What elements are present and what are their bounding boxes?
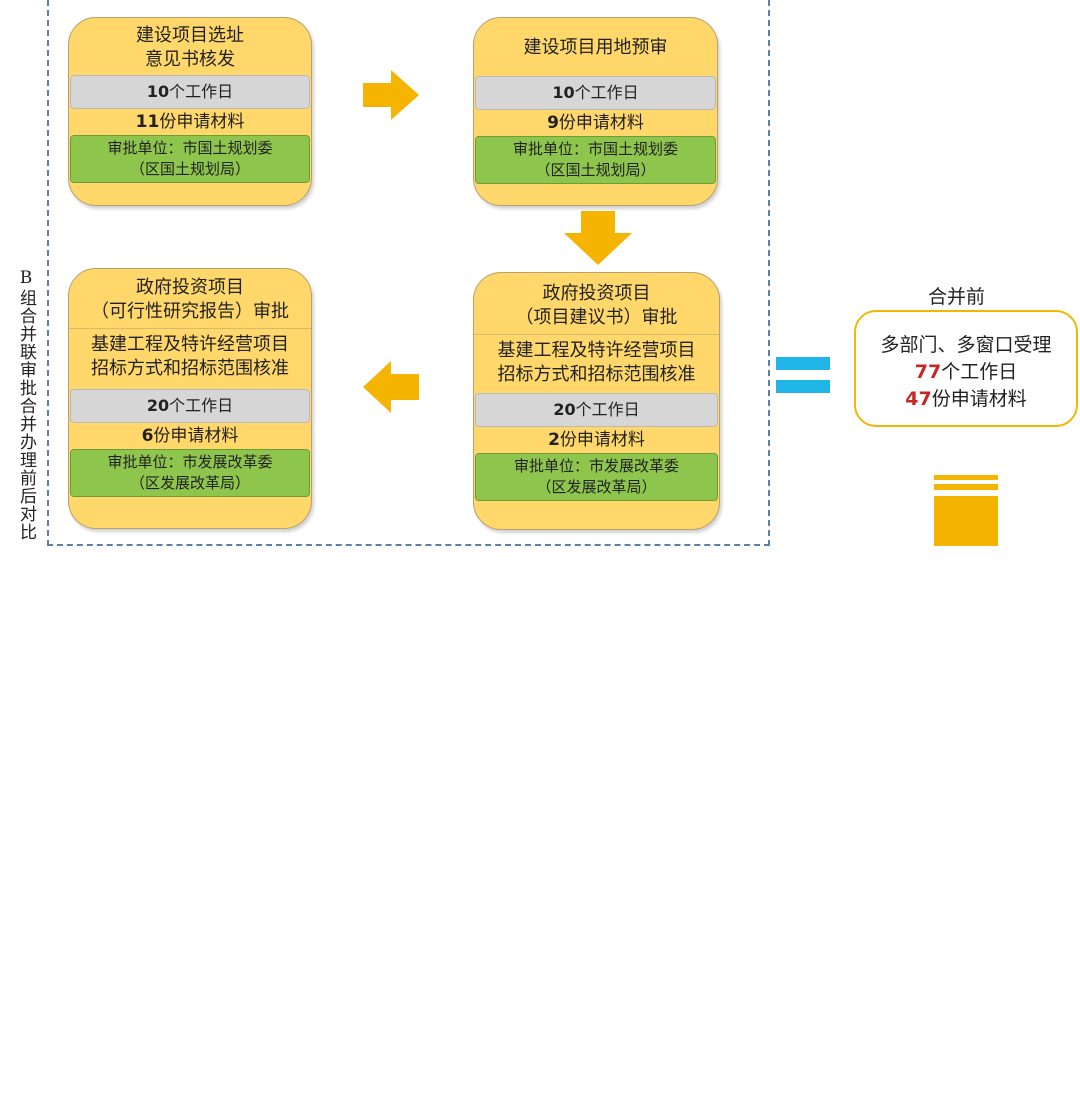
approval-unit: 审批单位：市国土规划委 （区国土规划局） bbox=[475, 136, 716, 184]
big-arrow-shaft bbox=[934, 496, 998, 546]
materials-count: 2份申请材料 bbox=[548, 430, 645, 450]
divider bbox=[69, 328, 311, 329]
arrow-stripe bbox=[934, 484, 998, 490]
card-title: 建设项目用地预审 bbox=[523, 37, 668, 58]
side-title: B组合并联审批合并办理前后对比 bbox=[16, 268, 36, 541]
arrow-left-icon bbox=[363, 361, 419, 413]
approval-unit: 审批单位：市国土规划委 （区国土规划局） bbox=[70, 135, 310, 183]
card-subtitle: 基建工程及特许经营项目 招标方式和招标范围核准 bbox=[91, 334, 289, 379]
days-band: 10个工作日 bbox=[475, 76, 716, 110]
arrow-down-icon bbox=[564, 211, 632, 265]
card-title: 政府投资项目 （项目建议书）审批 bbox=[515, 283, 678, 328]
card-feasibility-approval: 政府投资项目 （可行性研究报告）审批 基建工程及特许经营项目 招标方式和招标范围… bbox=[68, 268, 312, 529]
card-land-pre-review: 建设项目用地预审 10个工作日 9份申请材料 审批单位：市国土规划委 （区国土规… bbox=[473, 17, 718, 206]
card-subtitle: 基建工程及特许经营项目 招标方式和招标范围核准 bbox=[497, 340, 696, 385]
card-title: 政府投资项目 （可行性研究报告）审批 bbox=[91, 277, 289, 322]
card-site-selection: 建设项目选址 意见书核发 10个工作日 11份申请材料 审批单位：市国土规划委 … bbox=[68, 17, 312, 206]
card-title: 建设项目选址 意见书核发 bbox=[136, 25, 244, 70]
days-band: 10个工作日 bbox=[70, 75, 310, 109]
materials-count: 11份申请材料 bbox=[135, 112, 245, 132]
materials-count: 6份申请材料 bbox=[141, 426, 239, 446]
before-summary: 多部门、多窗口受理 77个工作日 47份申请材料 bbox=[854, 310, 1078, 427]
days-band: 20个工作日 bbox=[475, 393, 718, 427]
days-band: 20个工作日 bbox=[70, 389, 310, 423]
arrow-stripe bbox=[934, 475, 998, 480]
divider bbox=[474, 334, 719, 335]
materials-count: 9份申请材料 bbox=[547, 113, 644, 133]
equals-icon-bar bbox=[776, 380, 830, 393]
before-label: 合并前 bbox=[928, 286, 986, 308]
approval-unit: 审批单位：市发展改革委 （区发展改革局） bbox=[70, 449, 310, 497]
arrow-right-icon bbox=[363, 70, 419, 120]
equals-icon bbox=[776, 357, 830, 370]
card-proposal-approval: 政府投资项目 （项目建议书）审批 基建工程及特许经营项目 招标方式和招标范围核准… bbox=[473, 272, 720, 530]
before-merge-frame bbox=[47, 0, 770, 546]
approval-unit: 审批单位：市发展改革委 （区发展改革局） bbox=[475, 453, 718, 501]
